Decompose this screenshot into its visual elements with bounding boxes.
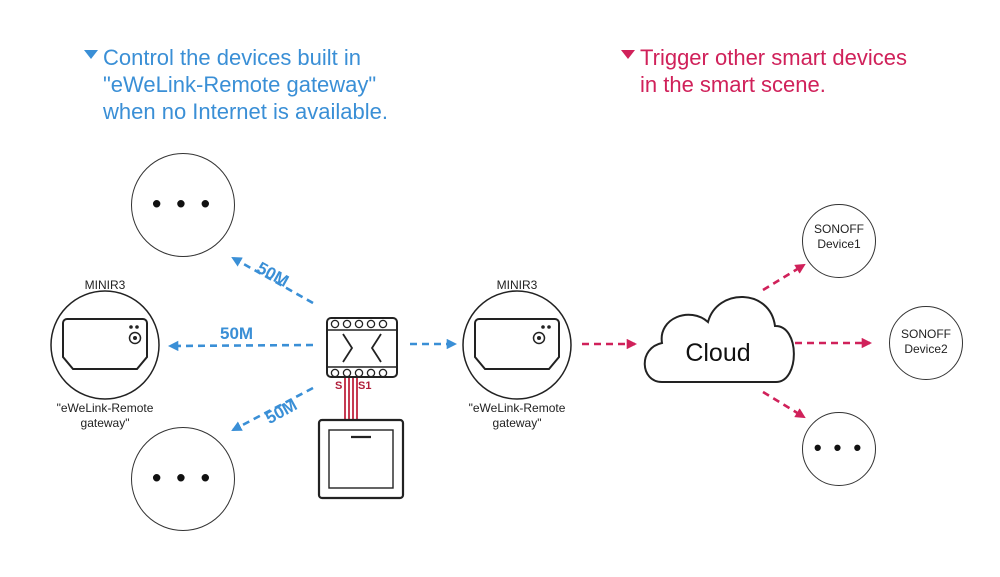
gateway-center-title: MINIR3 [496, 278, 538, 292]
gateway-center-icon [462, 290, 572, 400]
more-dots-icon: • • • [152, 188, 214, 219]
gateway-left-subtitle-line-2: gateway" [80, 416, 130, 430]
more-dots-icon: • • • [152, 462, 214, 493]
more-devices-node: • • • [802, 412, 876, 486]
caption-smart-scene: Trigger other smart devices in the smart… [621, 44, 907, 98]
more-dots-icon: • • • [813, 434, 865, 460]
device1-label: SONOFF Device1 [803, 222, 875, 252]
gateway-left-subtitle: "eWeLink-Remote gateway" [30, 401, 180, 431]
caption-scene-line-1: Trigger other smart devices [640, 45, 907, 70]
switch-wires [344, 378, 358, 420]
caption-scene-line-2: in the smart scene. [640, 72, 826, 97]
device1-brand: SONOFF [814, 222, 864, 236]
gateway-left-icon [50, 290, 160, 400]
device2-node: SONOFF Device2 [889, 306, 963, 380]
link-upper-arrow [231, 256, 314, 305]
distance-label-middle: 50M [220, 324, 254, 343]
device2-label: SONOFF Device2 [890, 327, 962, 357]
caption-local-control: Control the devices built in "eWeLink-Re… [84, 44, 388, 125]
switch-module-icon [326, 317, 398, 378]
device2-brand: SONOFF [901, 327, 951, 341]
device1-node: SONOFF Device1 [802, 204, 876, 278]
link-middle-arrow [167, 340, 314, 352]
caption-triangle-blue-icon [84, 50, 98, 59]
gateway-center-subtitle-line-1: "eWeLink-Remote [468, 401, 566, 415]
terminal-label-s1: S1 [358, 380, 372, 392]
device1-name: Device1 [817, 237, 861, 251]
wall-switch-icon [317, 418, 405, 500]
caption-local-line-1: Control the devices built in [103, 45, 362, 70]
cloud-to-device1-arrow [762, 263, 806, 292]
caption-local-line-3: when no Internet is available. [103, 99, 388, 124]
gateway-center-subtitle-line-2: gateway" [492, 416, 542, 430]
cloud-to-more-arrow [762, 390, 806, 419]
cloud-label: Cloud [685, 339, 751, 367]
device2-name: Device2 [904, 342, 948, 356]
cloud-icon [643, 296, 795, 383]
link-lower-arrow [231, 386, 314, 432]
caption-local-line-2: "eWeLink-Remote gateway" [103, 72, 377, 97]
remote-device-top: • • • [131, 153, 235, 257]
remote-device-bottom: • • • [131, 427, 235, 531]
gateway-center-subtitle: "eWeLink-Remote gateway" [442, 401, 592, 431]
gateway-left-subtitle-line-1: "eWeLink-Remote [56, 401, 154, 415]
gateway-left-title: MINIR3 [84, 278, 126, 292]
terminal-label-s: S [335, 380, 343, 392]
caption-triangle-red-icon [621, 50, 635, 59]
